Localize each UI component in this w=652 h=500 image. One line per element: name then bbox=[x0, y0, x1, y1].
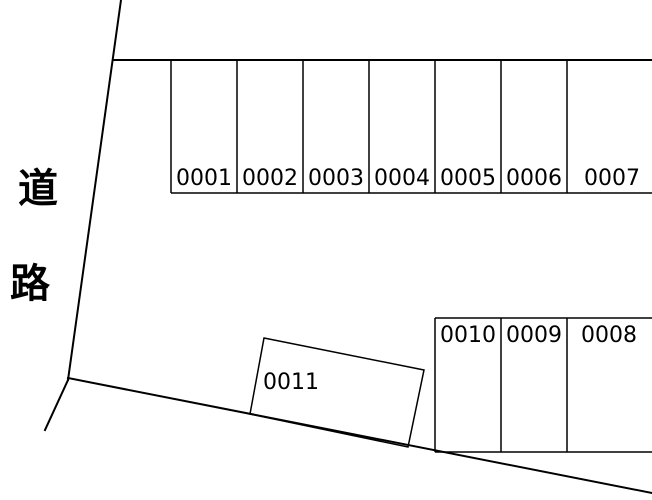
angled-space-0011: 0011 bbox=[249, 337, 425, 448]
space-outline bbox=[249, 337, 425, 448]
space-label-0009: 0009 bbox=[506, 323, 562, 348]
space-label-0003: 0003 bbox=[308, 166, 364, 191]
space-label-0008: 0008 bbox=[581, 323, 637, 348]
road-label-char-1: 道 bbox=[18, 166, 58, 212]
bottom-row-spaces: 0010 0009 0008 bbox=[434, 317, 652, 453]
road-boundary-lower bbox=[43, 378, 70, 432]
road-label-char-2: 路 bbox=[10, 261, 51, 307]
top-row-spaces: 0001 0002 0003 0004 0005 0006 0007 bbox=[170, 60, 652, 194]
space-label-0006: 0006 bbox=[506, 166, 562, 191]
space-label-0010: 0010 bbox=[440, 323, 496, 348]
space-label-0005: 0005 bbox=[440, 166, 496, 191]
space-label-0011: 0011 bbox=[263, 370, 319, 395]
road-boundary-upper bbox=[66, 0, 123, 382]
space-label-0004: 0004 bbox=[374, 166, 430, 191]
lot-bottom-boundary bbox=[66, 376, 652, 495]
space-label-0007: 0007 bbox=[584, 166, 640, 191]
space-label-0002: 0002 bbox=[242, 166, 298, 191]
space-label-0001: 0001 bbox=[176, 166, 232, 191]
